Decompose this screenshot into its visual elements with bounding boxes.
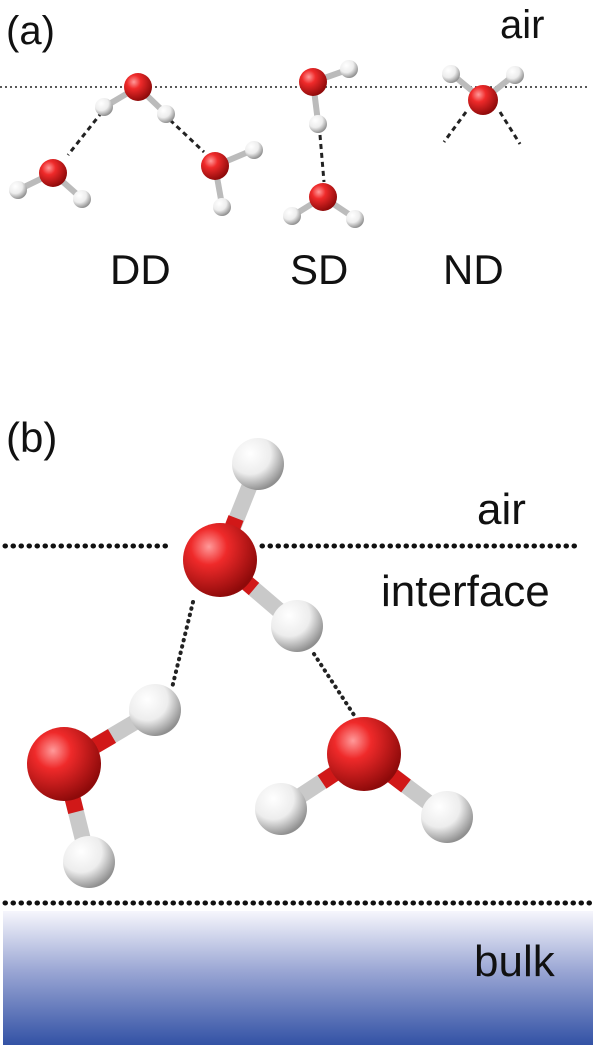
hydrogen-atom: [232, 438, 284, 490]
sd-label: SD: [290, 246, 348, 293]
hydrogen-atom: [255, 783, 307, 835]
hydrogen-atom: [421, 791, 473, 843]
panel-a: (a) air: [0, 3, 590, 293]
hbond-line: [318, 134, 326, 183]
hydrogen-atom: [340, 60, 358, 78]
oxygen-atom: [183, 523, 257, 597]
nd-label: ND: [443, 246, 504, 293]
oxygen-atom: [468, 85, 498, 115]
hydrogen-atom: [9, 181, 27, 199]
hydrogen-atom: [73, 190, 91, 208]
dd-label: DD: [110, 246, 171, 293]
hydrogen-atom: [283, 207, 301, 225]
air-region-label: air: [477, 485, 526, 534]
hbond-line: [498, 111, 522, 145]
nd-molecule-group: [442, 65, 524, 145]
hydrogen-atom: [271, 600, 323, 652]
hbond-line: [170, 600, 195, 690]
hydrogen-atom: [346, 210, 364, 228]
hydrogen-atom: [442, 65, 460, 83]
oxygen-atom: [327, 717, 401, 791]
oxygen-atom: [39, 159, 67, 187]
panel-a-label: (a): [6, 9, 55, 53]
dd-molecule-group: [9, 73, 263, 216]
hbond-line: [66, 111, 104, 156]
oxygen-atom: [309, 183, 337, 211]
panel-b-label: (b): [6, 414, 57, 461]
interface-region-label: interface: [381, 567, 550, 616]
oxygen-atom: [124, 73, 152, 101]
hydrogen-atom: [95, 98, 113, 116]
bulk-region: [3, 911, 593, 1045]
hydrogen-atom: [157, 105, 175, 123]
hbond-line: [312, 652, 356, 717]
bulk-region-label: bulk: [474, 937, 556, 986]
hydrogen-atom: [129, 684, 181, 736]
oxygen-atom: [27, 727, 101, 801]
hbond-line: [168, 118, 206, 154]
hydrogen-atom: [213, 198, 231, 216]
hbond-line: [442, 111, 468, 143]
oxygen-atom: [299, 68, 327, 96]
oxygen-atom: [201, 152, 229, 180]
panel-a-air-label: air: [500, 3, 544, 47]
hydrogen-atom: [245, 141, 263, 159]
sd-molecule-group: [283, 60, 364, 228]
panel-b: (b) air interface: [2, 414, 595, 1045]
hydrogen-atom: [506, 66, 524, 84]
hydrogen-atom: [63, 836, 115, 888]
hydrogen-atom: [309, 115, 327, 133]
